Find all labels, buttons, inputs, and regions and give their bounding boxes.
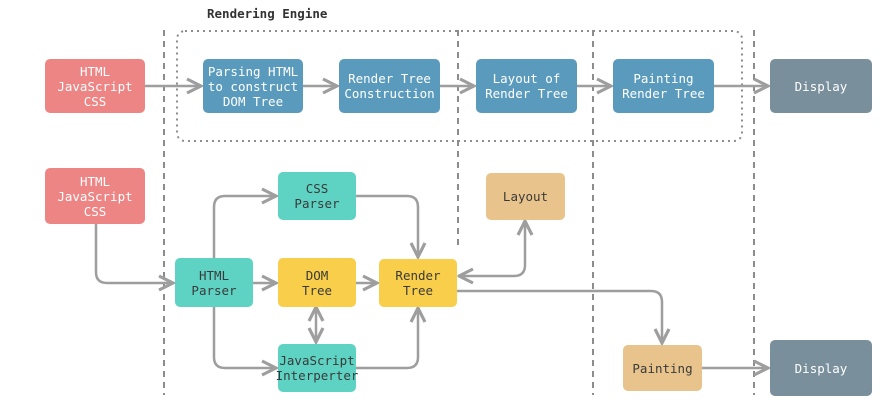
render-tree-box: Render Tree [379, 259, 457, 307]
dom-tree-box: DOM Tree [278, 258, 356, 307]
top-parse-html-box: Parsing HTML to construct DOM Tree [203, 59, 303, 113]
top-painting-box: Painting Render Tree [613, 59, 714, 113]
bottom-source-box: HTML JavaScript CSS [45, 168, 145, 224]
arrow-htmlparser-to-cssparser [212, 196, 276, 258]
arrow-htmlparser-to-jsinterpreter [212, 307, 276, 368]
arrow-source-to-htmlparser [94, 224, 173, 283]
css-parser-box: CSS Parser [278, 172, 356, 220]
top-layout-box: Layout of Render Tree [476, 59, 577, 113]
html-parser-box: HTML Parser [175, 258, 253, 307]
bottom-display-box: Display [770, 340, 872, 396]
painting-box: Painting [623, 345, 702, 391]
arrow-rendertree-to-painting [456, 289, 662, 343]
top-render-tree-box: Render Tree Construction [339, 59, 440, 113]
arrow-rendertree-layout [459, 221, 525, 276]
arrow-jsinterpreter-to-rendertree [356, 308, 418, 370]
arrow-cssparser-to-rendertree [356, 194, 418, 257]
top-display-box: Display [770, 59, 872, 113]
top-source-box: HTML JavaScript CSS [45, 59, 145, 113]
layout-box: Layout [486, 173, 565, 220]
rendering-engine-title: Rendering Engine [207, 6, 328, 21]
rendering-engine-frame [176, 30, 743, 142]
javascript-interpreter-box: JavaScript Interperter [276, 344, 358, 392]
